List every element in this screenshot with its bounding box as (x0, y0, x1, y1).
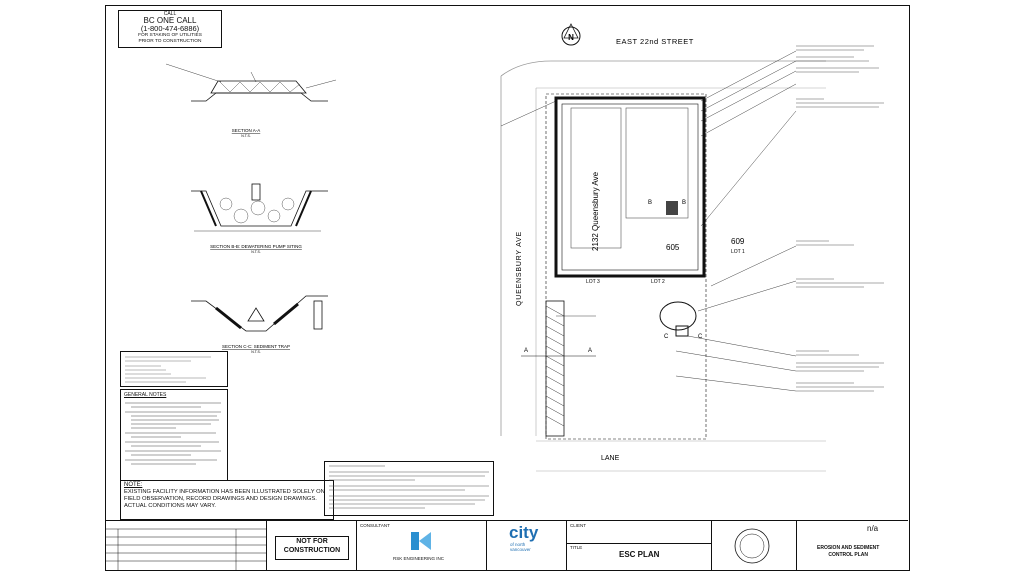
section-c-title: SECTION C-C: SEDIMENT TRAP (222, 344, 290, 349)
site-plan: N EAST 22nd STREET QUEENSBURY AVE 2132 Q… (500, 23, 826, 472)
section-a-mark-left: A (524, 348, 528, 354)
note-heading: NOTE: (124, 482, 143, 488)
section-c-nts: N.T.S. (251, 350, 261, 354)
construction-sequence-box (120, 351, 228, 387)
bc-one-call-name: BC ONE CALL (143, 16, 197, 25)
lot-609: 609 (731, 237, 745, 246)
north-label: N (568, 33, 574, 42)
city-logo-sub: of north vancouver (510, 542, 531, 552)
drawing-sheet: CALL BC ONE CALL (1-800-474-6886) FOR ST… (105, 5, 910, 571)
not-for-construction-stamp: NOT FOR CONSTRUCTION (275, 536, 349, 560)
bc-one-call-note-2: PRIOR TO CONSTRUCTION (138, 38, 202, 44)
engineer-seal (734, 528, 770, 564)
consultant-cell: CONSULTANT RSK ENGINEERING INC (356, 521, 486, 571)
note-body: EXISTING FACILITY INFORMATION HAS BEEN I… (124, 489, 325, 509)
section-b-detail (191, 183, 328, 232)
section-a-mark-right: A (588, 348, 592, 354)
section-c-mark-right: C (698, 334, 703, 340)
right-callouts (796, 45, 884, 392)
drawing-title: ESC PLAN (619, 550, 660, 559)
bc-one-call-note-1: FOR STAKING OF UTILITIES (138, 33, 202, 38)
sheet-info-cell: n/a EROSION AND SEDIMENT CONTROL PLAN (796, 521, 908, 571)
street-label-top: EAST 22nd STREET (616, 37, 694, 46)
north-arrow (561, 23, 581, 46)
scale-value: n/a (867, 524, 879, 533)
rsk-logo (411, 532, 431, 550)
section-b-mark-left: B (648, 200, 652, 206)
section-b-title: SECTION B-B: DEWATERING PUMP SITING (210, 244, 302, 249)
client-label: CLIENT (570, 523, 587, 528)
esc-notes-box (324, 461, 494, 516)
section-b-nts: N.T.S. (251, 250, 261, 254)
city-logo: city (509, 523, 539, 542)
call-label: CALL (163, 11, 177, 17)
city-logo-cell: city of north vancouver (486, 521, 566, 571)
lot-3-label: LOT 3 (586, 279, 600, 285)
revision-table (106, 521, 266, 571)
general-notes-title: GENERAL NOTES (124, 392, 167, 398)
consultant-name: RSK ENGINEERING INC (393, 556, 445, 561)
existing-facility-note-box: NOTE: EXISTING FACILITY INFORMATION HAS … (120, 480, 334, 520)
street-label-left: QUEENSBURY AVE (516, 231, 523, 306)
stamp-cell: NOT FOR CONSTRUCTION (266, 521, 356, 571)
bc-one-call-box: CALL BC ONE CALL (1-800-474-6886) FOR ST… (118, 10, 222, 48)
section-details: SECTION A-A N.T.S. SECTION B-B: DEWATERI… (165, 63, 336, 354)
building-address: 2132 Queensbury Ave (591, 171, 600, 251)
lot-605: 605 (666, 243, 680, 252)
bc-one-call-phone: (1-800-474-6886) (140, 24, 200, 33)
lot-1-label: LOT 1 (731, 249, 745, 255)
lane-label: LANE (601, 455, 620, 462)
section-b-mark-right: B (682, 200, 686, 206)
client-title-cell: CLIENT TITLE ESC PLAN (566, 521, 712, 571)
title-label: TITLE (570, 545, 583, 550)
lot-2-label: LOT 2 (651, 279, 665, 285)
consultant-label: CONSULTANT (360, 523, 390, 528)
section-c-mark-left: C (664, 334, 669, 340)
sheet-title: EROSION AND SEDIMENT CONTROL PLAN (817, 545, 880, 558)
seal-cell (711, 521, 796, 571)
section-a-nts: N.T.S. (241, 134, 251, 138)
general-notes-box: GENERAL NOTES (120, 389, 228, 481)
title-block: NOT FOR CONSTRUCTION CONSULTANT RSK ENGI… (106, 520, 908, 571)
section-c-detail (191, 295, 328, 332)
section-a-title: SECTION A-A (232, 128, 261, 133)
section-a-detail (165, 63, 336, 102)
